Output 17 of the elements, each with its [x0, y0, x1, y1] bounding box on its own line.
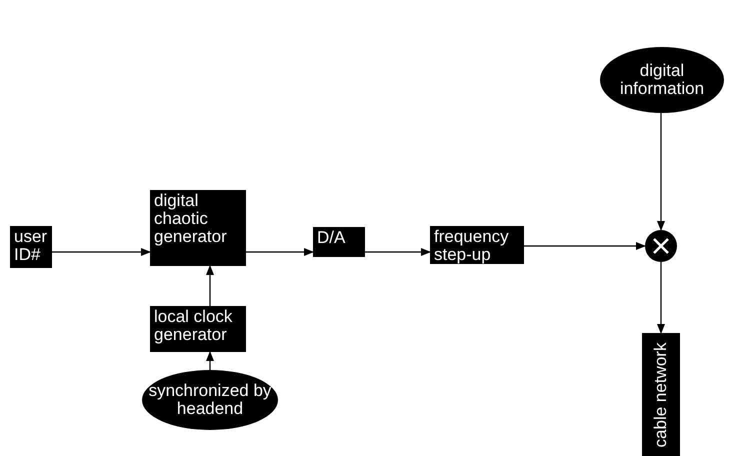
- output-box: cable network: [642, 333, 680, 456]
- arrow: [524, 242, 646, 250]
- input-ellipse: synchronized by headend: [142, 370, 278, 430]
- process-box: user ID#: [10, 226, 52, 268]
- arrow: [206, 265, 214, 306]
- arrow: [365, 248, 431, 256]
- process-box: frequency step-up: [430, 226, 524, 264]
- process-box: digital chaotic generator: [150, 190, 246, 266]
- arrow: [206, 351, 214, 370]
- process-box: D/A: [313, 227, 365, 257]
- arrow: [657, 113, 665, 231]
- arrow: [657, 262, 665, 334]
- input-ellipse: digital information: [600, 47, 724, 113]
- process-box: local clock generator: [150, 306, 246, 352]
- arrow: [52, 248, 151, 256]
- multiplier-circle: [645, 230, 677, 262]
- arrow: [246, 248, 314, 256]
